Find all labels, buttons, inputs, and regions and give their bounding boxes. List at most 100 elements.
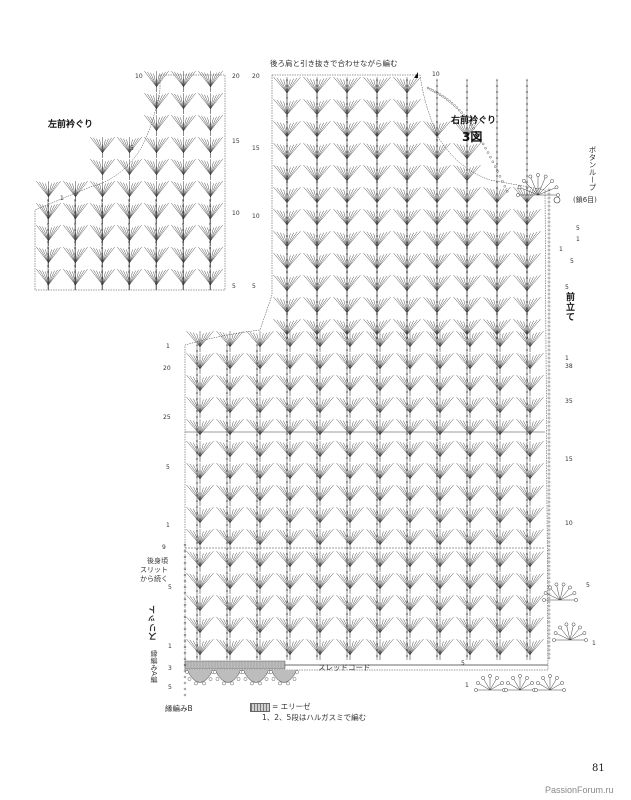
fan-stitch xyxy=(516,484,544,506)
fan-stitch xyxy=(117,246,142,268)
chain-column xyxy=(208,198,212,290)
row-number: 15 xyxy=(565,456,573,463)
fan-stitch xyxy=(456,572,484,594)
fan-stitch xyxy=(63,268,88,290)
fan-stitch xyxy=(198,92,223,114)
fan-stitch xyxy=(246,572,274,594)
fan-stitch xyxy=(333,318,361,340)
fan-stitch xyxy=(486,528,514,550)
fan-stitch xyxy=(456,330,484,352)
fan-stitch xyxy=(306,550,334,572)
fan-stitch xyxy=(396,528,424,550)
fan-stitch xyxy=(456,528,484,550)
fan-stitch xyxy=(276,550,304,572)
right-neck-label: 右前衿ぐり xyxy=(451,116,497,126)
fan-stitch xyxy=(393,186,421,208)
fan-stitch xyxy=(246,462,274,484)
fan-stitch xyxy=(186,594,214,616)
scallop-motif xyxy=(474,674,506,692)
fan-stitch xyxy=(336,594,364,616)
row-number: 1 xyxy=(465,682,469,689)
chain-column xyxy=(405,78,409,660)
fan-stitch xyxy=(366,506,394,528)
fan-stitch xyxy=(144,180,169,202)
slit-label: スリット xyxy=(149,605,159,641)
row-number: 5 xyxy=(586,582,590,589)
fan-stitch xyxy=(516,506,544,528)
row-number: 3 xyxy=(168,665,172,672)
front-band-edge xyxy=(426,86,551,660)
fan-stitch xyxy=(198,180,223,202)
fan-stitch xyxy=(306,506,334,528)
fan-stitch xyxy=(516,638,544,660)
fan-stitch xyxy=(306,594,334,616)
fan-stitch xyxy=(426,462,454,484)
fan-stitch xyxy=(276,330,304,352)
fan-stitch xyxy=(198,70,223,92)
fan-stitch xyxy=(216,440,244,462)
fan-stitch xyxy=(456,396,484,418)
fan-stitch xyxy=(216,374,244,396)
fan-stitch xyxy=(336,550,364,572)
figure-number: 3図 xyxy=(462,130,483,144)
fan-stitch xyxy=(486,484,514,506)
fan-stitch xyxy=(276,506,304,528)
fan-stitch xyxy=(216,594,244,616)
fan-stitch xyxy=(516,462,544,484)
button-loop-title: ボタンループ xyxy=(588,146,597,191)
fan-stitch xyxy=(486,506,514,528)
row-number: 10 xyxy=(432,71,440,78)
chain-column xyxy=(195,343,199,660)
row-number: 5 xyxy=(461,660,465,667)
fan-stitch xyxy=(393,120,421,142)
fan-stitch xyxy=(366,616,394,638)
row-number: 25 xyxy=(163,414,171,421)
fan-stitch xyxy=(117,268,142,290)
fan-stitch xyxy=(456,352,484,374)
bottom-edging xyxy=(183,543,588,697)
fan-stitch xyxy=(198,114,223,136)
fan-stitch xyxy=(246,550,274,572)
edging-a-label: 縁編みA編 xyxy=(150,650,158,683)
fan-stitch xyxy=(90,246,115,268)
fan-stitch xyxy=(306,440,334,462)
left-neck-label: 左前衿ぐり xyxy=(48,120,94,130)
row-number: 10 xyxy=(252,213,260,220)
row-number: 20 xyxy=(252,73,260,80)
fan-stitch xyxy=(276,374,304,396)
right-front-body-piece xyxy=(184,74,549,671)
chain-column xyxy=(495,78,499,660)
fan-stitch xyxy=(198,224,223,246)
fan-stitch xyxy=(426,594,454,616)
chain-column xyxy=(285,78,289,660)
fan-stitch xyxy=(336,352,364,374)
row-number: 38 xyxy=(565,363,573,370)
fan-stitch xyxy=(36,180,61,202)
fan-stitch xyxy=(306,396,334,418)
legend-text: = エリーゼ xyxy=(272,702,311,711)
fan-stitch xyxy=(396,440,424,462)
fan-stitch xyxy=(426,440,454,462)
fan-stitch xyxy=(246,616,274,638)
fan-stitch xyxy=(186,484,214,506)
fan-stitch xyxy=(186,528,214,550)
fan-stitch xyxy=(216,484,244,506)
fan-stitch xyxy=(486,638,514,660)
fan-stitch xyxy=(336,638,364,660)
fan-stitch xyxy=(276,528,304,550)
chain-column xyxy=(46,198,50,290)
fan-stitch xyxy=(246,374,274,396)
fan-stitch xyxy=(426,484,454,506)
fan-stitch xyxy=(246,440,274,462)
fan-stitch xyxy=(456,440,484,462)
chain-column xyxy=(345,78,349,660)
fan-stitch xyxy=(276,594,304,616)
row-number: 5 xyxy=(168,684,172,691)
chain-column xyxy=(315,78,319,660)
fan-stitch xyxy=(456,462,484,484)
fan-stitch xyxy=(516,374,544,396)
fan-stitch xyxy=(486,550,514,572)
fan-stitch xyxy=(186,374,214,396)
fan-stitch xyxy=(63,202,88,224)
